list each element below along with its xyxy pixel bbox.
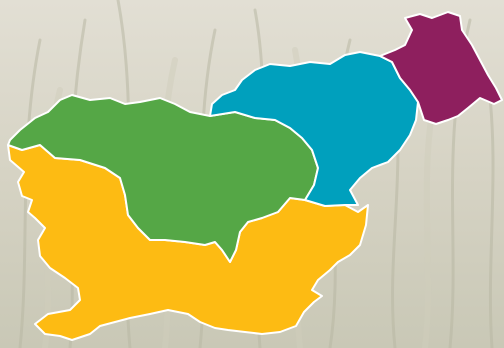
- region-central[interactable]: [7, 94, 319, 263]
- region-east[interactable]: [209, 51, 419, 207]
- region-northeast[interactable]: [379, 11, 503, 125]
